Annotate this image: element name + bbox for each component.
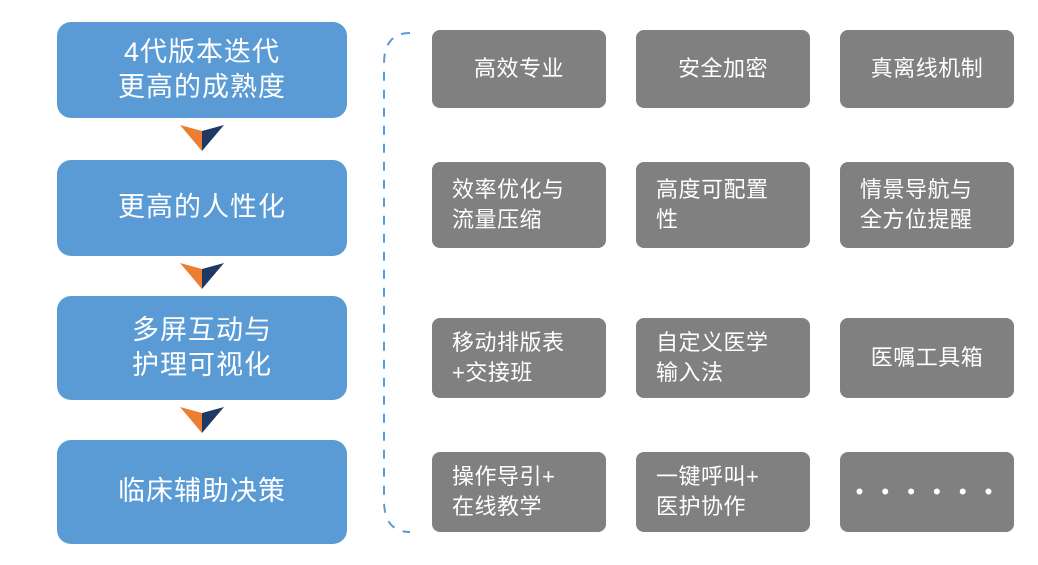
feature-box-3-3[interactable]: 医嘱工具箱 (840, 318, 1014, 398)
feature-box-2-1-line-2: 流量压缩 (452, 207, 543, 232)
feature-box-4-2-line-1: 一键呼叫+ (656, 463, 760, 489)
feature-box-4-1-line-1: 操作导引+ (452, 463, 556, 489)
feature-box-3-2[interactable]: 自定义医学 输入法 (636, 318, 810, 398)
feature-box-1-1-line-1: 高效专业 (473, 55, 564, 81)
feature-box-4-1-line-2: 在线教学 (452, 494, 543, 519)
chevron-down-icon (177, 406, 227, 434)
feature-box-4-1[interactable]: 操作导引+ 在线教学 (432, 452, 606, 532)
feature-box-1-3[interactable]: 真离线机制 (840, 30, 1014, 108)
feature-box-2-3[interactable]: 情景导航与 全方位提醒 (840, 162, 1014, 248)
feature-box-3-2-line-2: 输入法 (656, 360, 724, 385)
chevron-down-icon (177, 262, 227, 290)
flow-step-3-line-2: 护理可视化 (132, 350, 272, 380)
flow-step-1-line-1: 4代版本迭代 (123, 36, 281, 67)
dashed-bracket (376, 30, 416, 535)
feature-box-3-1-line-1: 移动排版表 (452, 329, 565, 355)
feature-box-1-2-line-1: 安全加密 (677, 55, 768, 81)
feature-box-2-2-line-2: 性 (656, 207, 679, 232)
feature-box-2-2[interactable]: 高度可配置 性 (636, 162, 810, 248)
feature-box-3-3-line-1: 医嘱工具箱 (870, 344, 984, 370)
flow-step-2[interactable]: 更高的人性化 (57, 160, 347, 256)
flow-step-3[interactable]: 多屏互动与 护理可视化 (57, 296, 347, 400)
flow-step-1[interactable]: 4代版本迭代 更高的成熟度 (57, 22, 347, 118)
feature-box-2-2-line-1: 高度可配置 (656, 176, 769, 202)
feature-box-2-3-line-2: 全方位提醒 (860, 207, 973, 232)
feature-box-1-2[interactable]: 安全加密 (636, 30, 810, 108)
feature-box-2-3-line-1: 情景导航与 (860, 176, 973, 202)
feature-box-1-1[interactable]: 高效专业 (432, 30, 606, 108)
feature-box-3-1-line-2: +交接班 (452, 360, 533, 385)
chevron-down-icon (177, 124, 227, 152)
feature-box-3-1[interactable]: 移动排版表 +交接班 (432, 318, 606, 398)
feature-box-4-3-ellipsis: • • • • • • (855, 478, 999, 504)
feature-box-4-3[interactable]: • • • • • • (840, 452, 1014, 532)
flow-step-2-line-1: 更高的人性化 (118, 192, 286, 223)
flow-step-1-line-2: 更高的成熟度 (118, 72, 286, 102)
feature-box-1-3-line-1: 真离线机制 (870, 55, 984, 81)
feature-box-3-2-line-1: 自定义医学 (656, 329, 769, 355)
flow-step-4[interactable]: 临床辅助决策 (57, 440, 347, 544)
flow-step-4-line-1: 临床辅助决策 (118, 476, 286, 507)
feature-box-2-1-line-1: 效率优化与 (452, 176, 565, 202)
feature-box-4-2-line-2: 医护协作 (656, 494, 747, 519)
flow-step-3-line-1: 多屏互动与 (132, 314, 272, 345)
feature-box-4-2[interactable]: 一键呼叫+ 医护协作 (636, 452, 810, 532)
feature-box-2-1[interactable]: 效率优化与 流量压缩 (432, 162, 606, 248)
